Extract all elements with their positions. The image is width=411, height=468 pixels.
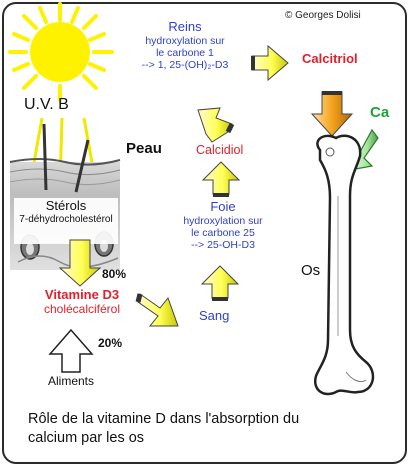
arrow-blood-to-liver xyxy=(200,265,240,299)
femur-bone-illustration xyxy=(313,134,375,396)
calcitriol-label: Calcitriol xyxy=(302,51,358,66)
calcium-label: Ca xyxy=(370,104,390,121)
skin-percentage: 80% xyxy=(102,267,127,281)
arrow-skin-to-vitd3 xyxy=(58,239,102,287)
copyright-text: © Georges Dolisi xyxy=(285,10,361,21)
arrow-kidneys-to-calcitriol xyxy=(251,44,289,82)
liver-title: Foie xyxy=(210,199,236,214)
arrow-vitd3-to-blood xyxy=(137,293,179,327)
caption: Rôle de la vitamine D dans l'absorption … xyxy=(28,410,299,448)
sterols-title: Stérols xyxy=(45,198,87,213)
kidneys-label: Reins hydroxylation sur le carbone 1 -->… xyxy=(130,19,240,72)
caption-line-2: calcium par les os xyxy=(28,429,145,446)
vitamin-d3-detail: cholécalciférol xyxy=(43,301,121,316)
arrow-food-to-vitd3 xyxy=(48,328,94,373)
arrow-calcitriol-to-bone xyxy=(310,91,354,137)
sterols-detail: 7-déhydrocholestérol xyxy=(19,213,113,225)
liver-line-3: --> 25-OH-D3 xyxy=(191,239,255,252)
skin-illustration xyxy=(9,123,121,270)
food-label: Aliments xyxy=(48,374,95,388)
arrow-calcidiol-to-kidneys xyxy=(197,107,233,143)
bone-label: Os xyxy=(301,262,321,279)
liver-label: Foie hydroxylation sur le carbone 25 -->… xyxy=(168,199,278,252)
sun-icon xyxy=(8,2,114,102)
arrow-liver-to-calcidiol xyxy=(201,161,241,195)
vitamin-d3-label: Vitamine D3 cholécalciférol xyxy=(20,287,144,317)
kidneys-title: Reins xyxy=(168,19,202,34)
caption-line-1: Rôle de la vitamine D dans l'absorption … xyxy=(28,411,300,427)
kidneys-line-3: --> 1, 25-(OH)₂-D3 xyxy=(141,59,229,72)
food-percentage: 20% xyxy=(98,336,123,350)
sterols-label: Stérols 7-déhydrocholestérol xyxy=(14,198,118,225)
kidneys-line-2: le carbone 1 xyxy=(156,47,214,59)
liver-line-1: hydroxylation sur xyxy=(183,214,263,227)
sterols-panel xyxy=(14,198,118,244)
skin-label: Peau xyxy=(126,140,162,157)
calcidiol-label: Calcidiol xyxy=(196,143,244,157)
vitamin-d3-title: Vitamine D3 xyxy=(44,287,120,302)
uvb-label: U.V. B xyxy=(24,96,69,113)
liver-line-2: le carbone 25 xyxy=(191,227,255,239)
blood-label: Sang xyxy=(199,308,230,323)
kidneys-line-1: hydroxylation sur xyxy=(145,34,225,47)
